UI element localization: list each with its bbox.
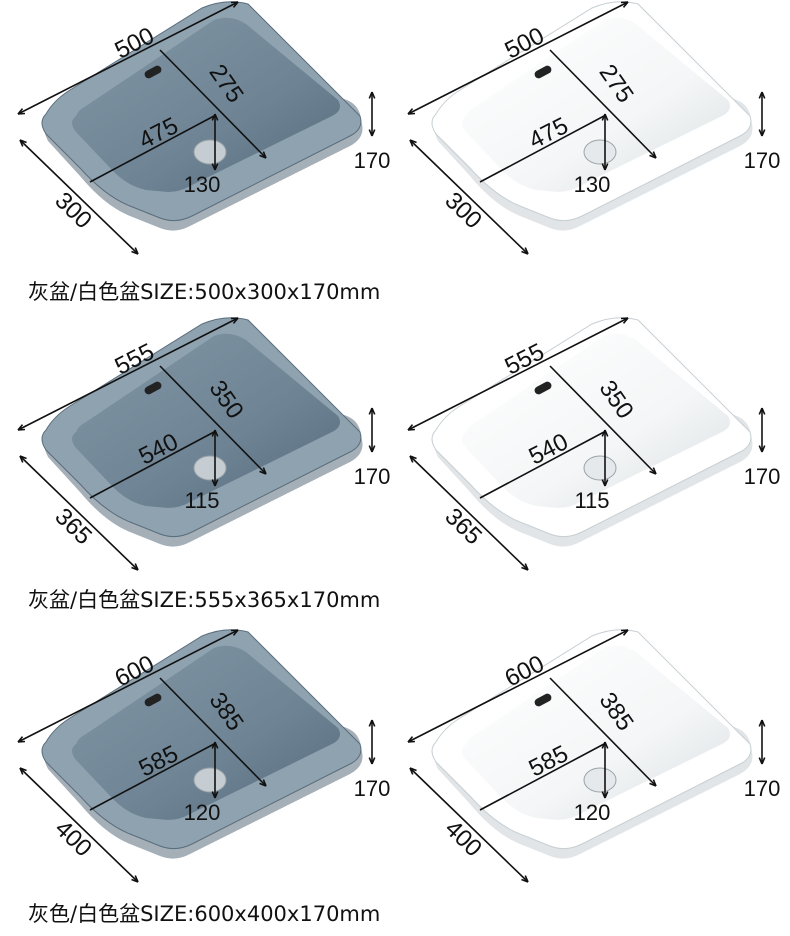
overflow-slot (144, 381, 162, 395)
drain-icon (193, 455, 227, 481)
depth-label: 300 (49, 187, 97, 234)
drain-icon (193, 767, 227, 793)
overflow-slot (144, 693, 162, 707)
drain-depth-label: 120 (184, 800, 221, 825)
height-label: 170 (744, 464, 781, 489)
height-label: 170 (744, 148, 781, 173)
depth-label: 300 (439, 187, 487, 234)
size-caption: 灰盆/白色盆SIZE:555x365x170mm (28, 588, 381, 612)
drain-depth-label: 115 (574, 488, 609, 513)
overflow-slot (144, 65, 162, 79)
overflow-slot (534, 65, 552, 79)
drain-depth-label: 120 (574, 800, 611, 825)
drain-depth-label: 130 (184, 172, 221, 197)
drain-depth-label: 115 (184, 488, 219, 513)
height-label: 170 (354, 776, 391, 801)
overflow-slot (534, 381, 552, 395)
drain-icon (583, 767, 617, 793)
drain-icon (193, 139, 227, 165)
depth-label: 365 (49, 503, 97, 550)
height-label: 170 (744, 776, 781, 801)
size-caption: 灰盆/白色盆SIZE:500x300x170mm (28, 280, 381, 304)
depth-label: 400 (439, 815, 487, 862)
depth-label: 400 (49, 815, 97, 862)
overflow-slot (534, 693, 552, 707)
height-label: 170 (354, 148, 391, 173)
height-label: 170 (354, 464, 391, 489)
drain-icon (583, 455, 617, 481)
size-caption: 灰色/白色盆SIZE:600x400x170mm (28, 902, 381, 926)
drain-depth-label: 130 (574, 172, 611, 197)
drain-icon (583, 139, 617, 165)
depth-label: 365 (439, 503, 487, 550)
